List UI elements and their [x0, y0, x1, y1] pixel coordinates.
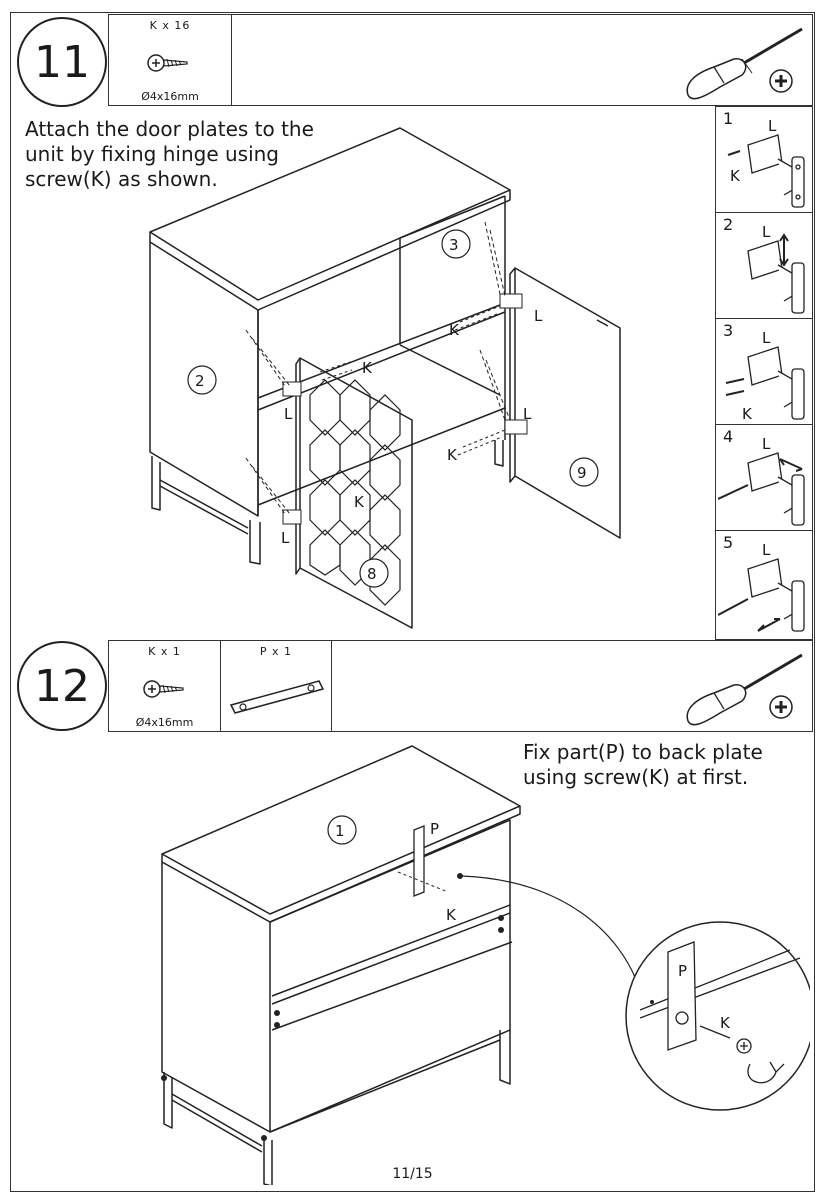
svg-text:K: K: [742, 405, 753, 423]
detail-label-plate: P: [678, 962, 687, 980]
step12-instruction: Fix part(P) to back plate using screw(K)…: [523, 740, 763, 789]
part-k-cell: K x 1 Ø4x16mm: [109, 641, 221, 731]
label-side-panel: 2: [195, 372, 205, 390]
label-screw-top-right: K: [449, 321, 460, 339]
svg-text:L: L: [762, 541, 771, 559]
screwdriver-icon: [686, 27, 803, 100]
svg-text:L: L: [762, 223, 771, 241]
hinge-substep-1: 1 L K: [716, 107, 812, 213]
label-left-door: 8: [367, 565, 377, 583]
label-screw-bottom-left: K: [354, 493, 365, 511]
screw-icon: [143, 680, 184, 698]
label-plate: P: [430, 820, 439, 838]
label-hinge-bottom-left: L: [281, 529, 290, 547]
part-k-qty: K x 16: [149, 19, 191, 32]
hinge-icon: L: [718, 541, 805, 632]
step11-instruction: Attach the door plates to the unit by fi…: [25, 117, 314, 191]
part-p-cell: P x 1: [221, 641, 332, 731]
detail-label-screw: K: [720, 1014, 731, 1032]
hinge-icon: L K: [727, 117, 805, 208]
part-k-qty: K x 1: [148, 645, 181, 658]
hinge-icon: L: [718, 435, 805, 526]
hinge-icon: L K: [725, 329, 805, 423]
page-frame: [10, 12, 815, 1192]
hinge-substep-2: 2 L: [716, 213, 812, 319]
label-right-door: 9: [577, 464, 587, 482]
step11-assembly-drawing: 2 3 8 9 L K L K K L K L: [149, 127, 621, 629]
part-k-size: Ø4x16mm: [135, 716, 194, 729]
hinge-substep-4: 4 L: [716, 425, 812, 531]
label-hinge-top-left: L: [284, 405, 293, 423]
part-k-cell: K x 16 Ø4x16mm: [109, 15, 232, 105]
label-shelf: 3: [449, 236, 459, 254]
page-number: 11/15: [392, 1166, 433, 1182]
step11-parts-bar: K x 16 Ø4x16mm: [108, 14, 813, 106]
hinge-substep-3: 3 L K: [716, 319, 812, 425]
screwdriver-icon: [686, 653, 803, 726]
hinge-substep-5: 5 L: [716, 531, 812, 637]
label-top: 1: [335, 822, 345, 840]
step-number-12: 12: [17, 641, 107, 731]
label-hinge-top-right: L: [534, 307, 543, 325]
part-k-size: Ø4x16mm: [141, 90, 199, 103]
label-screw: K: [446, 906, 457, 924]
screw-icon: [147, 54, 188, 72]
label-hinge-bottom-right: L: [523, 405, 532, 423]
svg-text:L: L: [762, 329, 771, 347]
svg-text:K: K: [730, 167, 741, 185]
step12-assembly-drawing: 1 P K P K: [161, 745, 810, 1185]
part-p-qty: P x 1: [259, 645, 293, 658]
svg-text:L: L: [762, 435, 771, 453]
hinge-icon: L: [747, 223, 805, 314]
label-screw-bottom-right: K: [447, 446, 458, 464]
strap-plate-icon: [229, 680, 325, 714]
label-screw-top-left: K: [362, 359, 373, 377]
step-number-11: 11: [17, 17, 107, 107]
hinge-adjustment-strip: 1 L K 2 L 3: [715, 106, 813, 640]
step12-parts-bar: K x 1 Ø4x16mm P x 1: [108, 640, 813, 732]
svg-text:L: L: [768, 117, 777, 135]
